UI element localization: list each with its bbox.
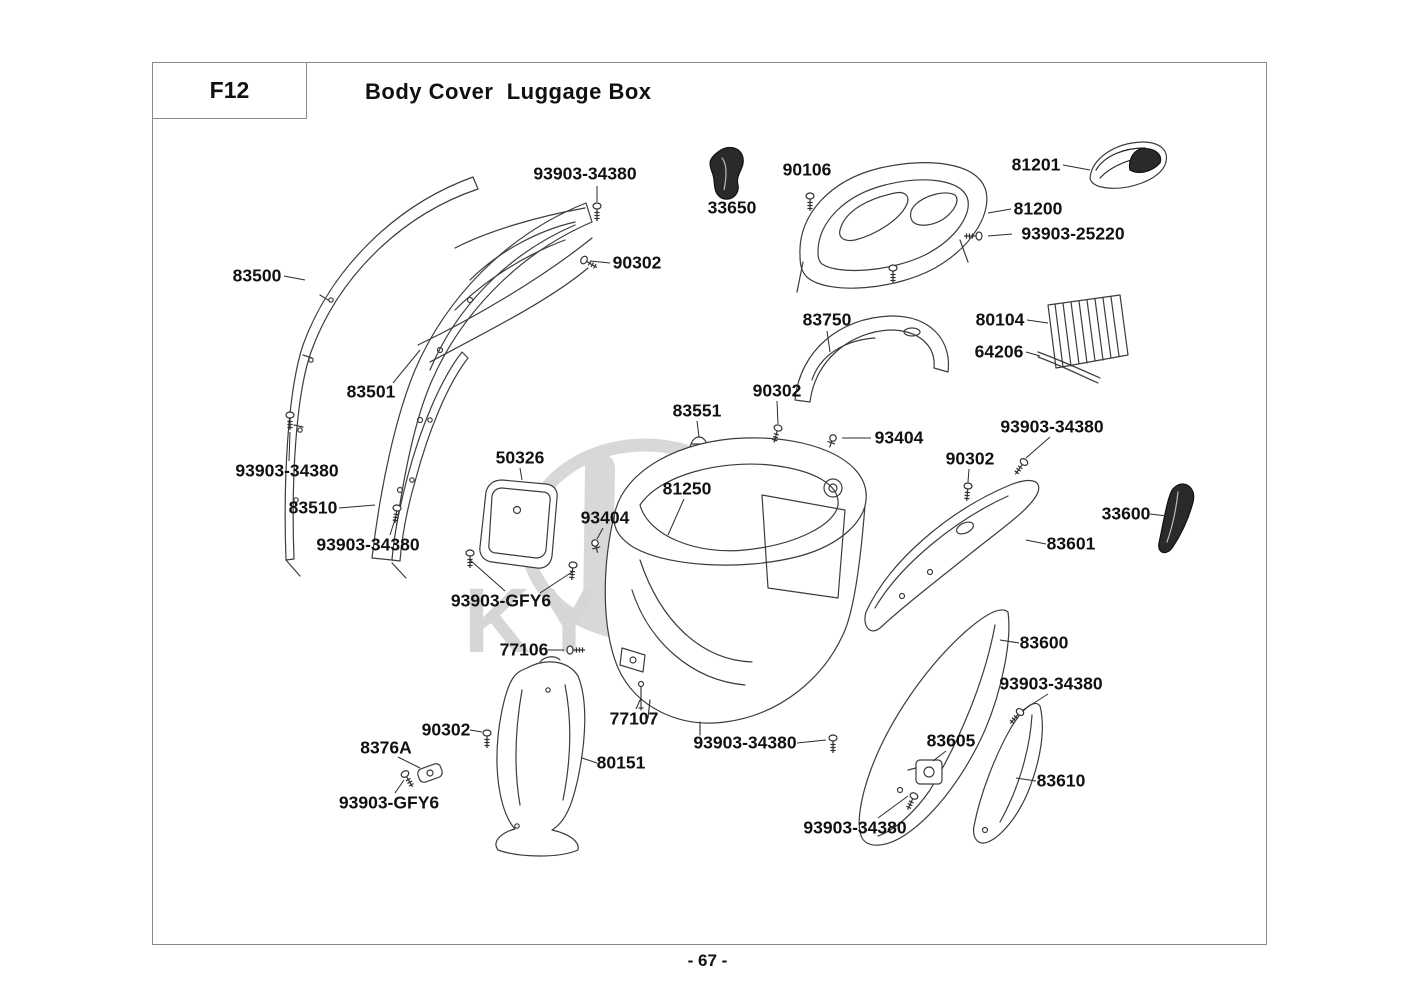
trim-33600-drawing (1158, 483, 1195, 554)
page-border (152, 62, 1267, 945)
document-plate-50326-drawing (479, 479, 558, 569)
luggage-box-81250-drawing (604, 437, 867, 736)
carrier-cover-81201-drawing (1089, 141, 1167, 189)
grille-80104-drawing (1047, 294, 1129, 369)
rear-cover-83750-drawing (794, 315, 950, 403)
body-molding-83500-drawing (284, 176, 479, 577)
page-number: - 67 - (687, 951, 728, 970)
latch-83605-drawing (907, 759, 943, 785)
trim-33650-drawing (709, 146, 744, 200)
front-cover-80151-drawing (495, 656, 586, 857)
side-cover-83601-drawing (864, 479, 1040, 632)
section-code: F12 (209, 77, 250, 103)
section-code-box: F12 (152, 62, 307, 119)
strip-64206-drawing (1037, 351, 1101, 384)
side-cover-83610-drawing (973, 702, 1043, 844)
bracket-8376A-drawing (417, 763, 443, 783)
molding-83510-drawing (391, 351, 469, 579)
page-title: Body Cover Luggage Box (365, 79, 652, 104)
rear-carrier-81200-drawing (796, 162, 988, 293)
body-cover-83501-drawing (371, 202, 593, 561)
leader-lines (283, 164, 1168, 819)
